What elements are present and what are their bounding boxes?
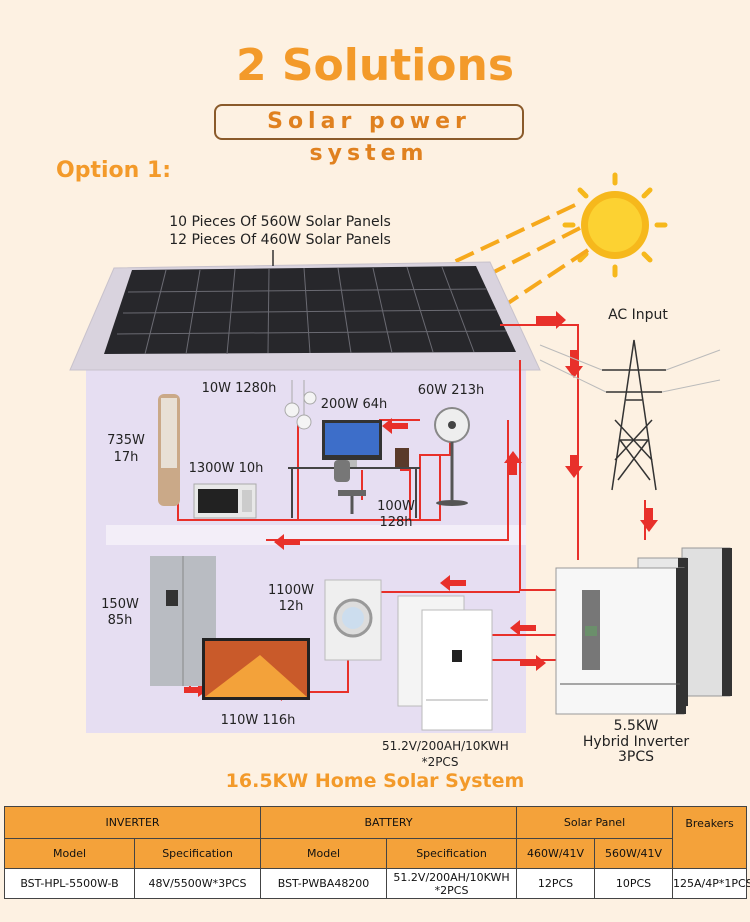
fan-icon xyxy=(434,407,470,506)
battery-spec-label: 51.2V/200AH/10KWH xyxy=(382,739,509,753)
th-battery-spec: Specification xyxy=(386,838,518,869)
spec-table: INVERTER BATTERY Solar Panel Breakers Mo… xyxy=(3,806,750,899)
heater-load-h: 17h xyxy=(113,450,139,465)
desk xyxy=(288,467,420,518)
microwave-load-label: 1300W 10h xyxy=(188,461,264,476)
table-row: BST-HPL-5500W-B 48V/5500W*3PCS BST-PWBA4… xyxy=(4,868,750,899)
battery-qty-label: *2PCS xyxy=(421,755,459,769)
cell-battery-spec: 51.2V/200AH/10KWH *2PCS xyxy=(386,868,518,899)
th-battery-model: Model xyxy=(260,838,388,869)
th-inverter-model: Model xyxy=(4,838,135,869)
inverter-power-label: 5.5KW xyxy=(613,718,659,734)
heater-load-w: 735W xyxy=(107,433,145,448)
washer-load-h: 12h xyxy=(278,599,304,614)
ac-input-label: AC Input xyxy=(608,307,668,323)
fan-load-label: 60W 213h xyxy=(417,383,485,398)
washer-icon xyxy=(324,579,382,661)
solar-panel-grid xyxy=(116,266,507,355)
cell-battery-model: BST-PWBA48200 xyxy=(260,868,388,899)
panel-label-2: 12 Pieces Of 460W Solar Panels xyxy=(169,232,391,248)
cell-breakers: 125A/4P*1PCS xyxy=(672,868,750,899)
washer-load-w: 1100W xyxy=(268,583,314,598)
computer-icon xyxy=(322,420,409,468)
panel-label-1: 10 Pieces Of 560W Solar Panels xyxy=(169,214,391,230)
power-lines xyxy=(539,344,721,393)
tv-icon xyxy=(202,638,310,700)
floor-slab xyxy=(106,525,526,545)
th-inverter-spec: Specification xyxy=(133,838,262,869)
cell-panel-460: 12PCS xyxy=(516,868,596,899)
inverter-icon xyxy=(555,547,732,715)
speaker-load-h: 128h xyxy=(379,515,413,530)
speaker-load-w: 100W xyxy=(377,499,415,514)
computer-load-label: 200W 64h xyxy=(320,397,388,412)
battery-icon xyxy=(397,595,493,731)
inverter-qty-label: 3PCS xyxy=(617,749,654,765)
lamp-icon xyxy=(284,380,317,430)
cell-inverter-spec: 48V/5500W*3PCS xyxy=(133,868,262,899)
th-inverter: INVERTER xyxy=(3,806,262,839)
th-solar-panel: Solar Panel xyxy=(516,806,674,839)
cell-panel-560: 10PCS xyxy=(594,868,674,899)
tv-load-label: 110W 116h xyxy=(220,713,296,728)
lamp-load-label: 10W 1280h xyxy=(201,381,277,396)
system-caption: 16.5KW Home Solar System xyxy=(225,770,525,792)
sun-icon xyxy=(562,172,668,278)
pylon-icon xyxy=(602,339,666,491)
cell-inverter-model: BST-HPL-5500W-B xyxy=(4,868,135,899)
th-panel-560: 560W/41V xyxy=(594,838,674,869)
microwave-icon xyxy=(193,483,257,519)
th-battery: BATTERY xyxy=(260,806,518,839)
solar-system-diagram xyxy=(69,172,732,733)
chair-icon xyxy=(334,460,366,514)
th-panel-460: 460W/41V xyxy=(516,838,596,869)
option-label: Option 1: xyxy=(56,158,172,183)
subtitle-box: Solar power system xyxy=(214,104,524,166)
th-breakers: Breakers xyxy=(672,806,748,869)
fridge-load-w: 150W xyxy=(101,597,139,612)
fridge-load-h: 85h xyxy=(107,613,133,628)
page-title: 2 Solutions xyxy=(235,40,515,91)
inverter-type-label: Hybrid Inverter xyxy=(582,734,690,750)
